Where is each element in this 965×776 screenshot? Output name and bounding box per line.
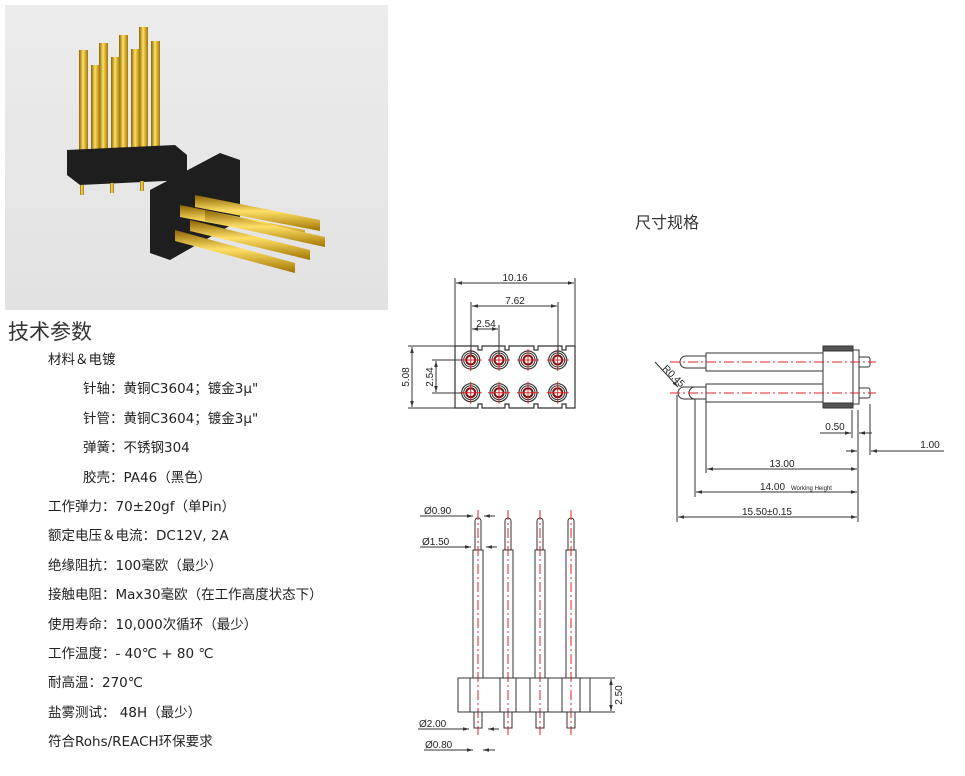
dim-d2: 1.00 — [920, 440, 940, 451]
specs-title: 技术参数 — [8, 320, 92, 344]
spec-item: 盐雾测试： 48H（最少） — [48, 704, 202, 721]
dim-width: 10.16 — [502, 273, 527, 284]
dimensions-title: 尺寸规格 — [635, 213, 700, 232]
spec-item: 使用寿命：10,000次循环（最少） — [48, 616, 258, 633]
dim-d1: 0.50 — [825, 422, 845, 433]
dim-d3: 13.00 — [769, 459, 794, 470]
dim-barrel-dia: Ø1.50 — [422, 537, 450, 548]
dim-pitch-x: 2.54 — [476, 319, 496, 330]
pin — [565, 510, 577, 735]
dim-tail-dia: Ø0.80 — [425, 740, 453, 751]
dim-height: 5.08 — [401, 367, 412, 387]
spec-item: 绝缘阻抗：100毫欧（最少） — [48, 557, 223, 574]
pin — [472, 510, 484, 735]
pogo-pin-connector-image — [67, 27, 325, 273]
spec-item: 胶壳：PA46（黑色） — [83, 469, 212, 486]
spec-item: 弹簧：不锈钢304 — [83, 440, 190, 457]
top-view: 10.16 7.62 2.54 5.08 2.54 — [401, 273, 576, 409]
front-view — [469, 510, 581, 735]
spec-item: 针轴：黄铜C3604；镀金3μ" — [83, 381, 259, 398]
dim-d5: 15.50±0.15 — [742, 507, 792, 518]
dim-housing-height: 2.50 — [614, 685, 625, 705]
pin — [534, 510, 546, 735]
dim-tip-dia: Ø0.90 — [424, 506, 452, 517]
spec-item: 接触电阻：Max30毫欧（在工作高度状态下） — [48, 587, 323, 604]
dim-pitch-y: 2.54 — [425, 367, 436, 387]
dim-base-dia: Ø2.00 — [419, 719, 447, 730]
spec-item: 工作温度：- 40℃ + 80 ℃ — [48, 646, 214, 662]
dim-d4: 14.00 — [760, 482, 785, 493]
product-photo — [5, 5, 388, 310]
pin — [502, 510, 514, 735]
dim-span: 7.62 — [505, 296, 525, 307]
spec-item: 额定电压＆电流：DC12V, 2A — [48, 528, 229, 545]
spec-item: 符合Rohs/REACH环保要求 — [48, 734, 213, 751]
spec-item: 耐高温：270℃ — [48, 675, 143, 692]
dim-d4-note: Working Height — [791, 486, 832, 492]
spec-item: 针管：黄铜C3604；镀金3μ" — [83, 410, 259, 427]
spec-item: 材料＆电镀 — [48, 352, 116, 368]
front-view-dims: 2.50 Ø0.90 Ø1.50 Ø2.00 Ø0.80 — [418, 506, 625, 752]
spec-item: 工作弹力：70±20gf（单Pin） — [48, 499, 236, 515]
side-view: R0.45 0.50 1.00 13.00 14.00 Working Heig… — [654, 345, 944, 522]
